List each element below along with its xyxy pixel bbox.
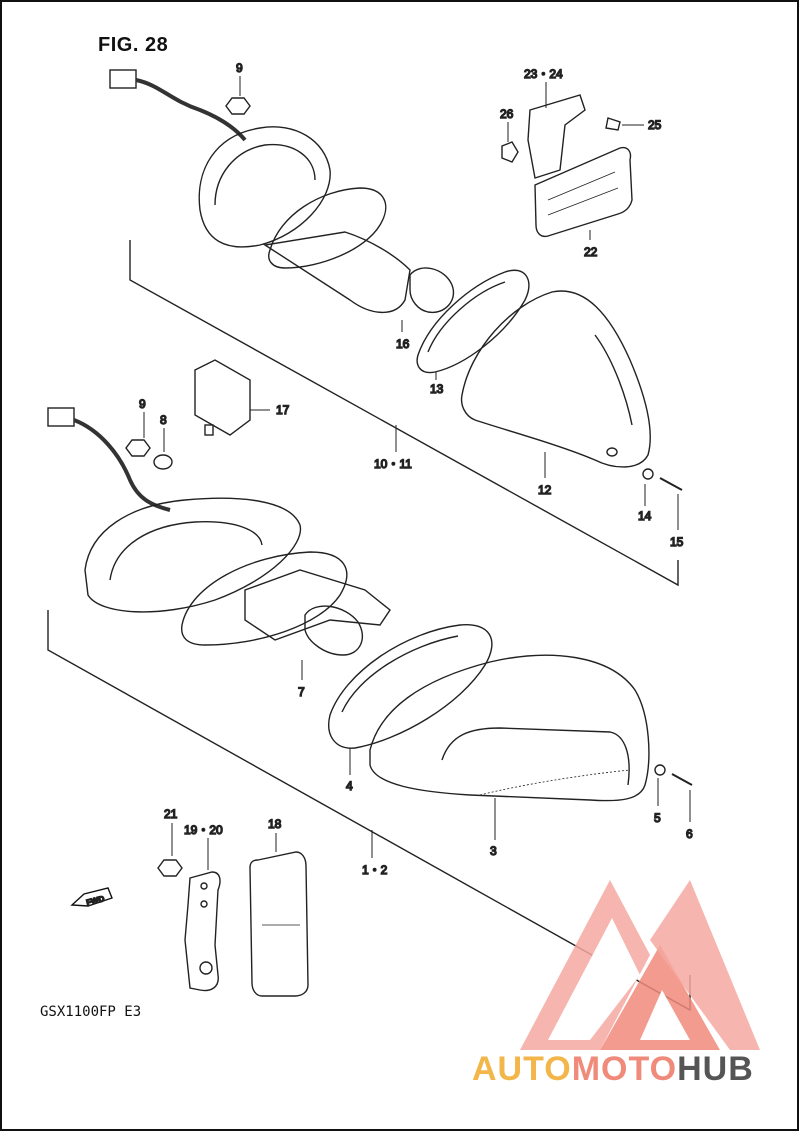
label-8: 8 <box>160 413 167 427</box>
gasket-4 <box>328 624 493 749</box>
label-7: 7 <box>298 685 305 699</box>
screw-25 <box>605 117 621 131</box>
label-12: 12 <box>538 483 552 497</box>
leader-lines <box>143 76 691 870</box>
label-25: 25 <box>648 118 662 132</box>
nut-21 <box>157 859 183 877</box>
watermark-logo <box>520 880 760 1050</box>
model-code: GSX1100FP E3 <box>40 1004 142 1020</box>
reflector-18 <box>249 851 309 997</box>
washer-8 <box>153 454 173 470</box>
label-5: 5 <box>654 811 661 825</box>
reflector-22 <box>534 146 633 238</box>
upper-assembly <box>109 69 683 491</box>
figure-title: FIG. 28 <box>98 34 169 56</box>
bracket-19-20 <box>184 871 221 992</box>
label-9-bottom: 9 <box>139 397 146 411</box>
lens-12 <box>460 290 651 468</box>
gasket-13 <box>416 269 530 374</box>
washer-14 <box>642 468 654 480</box>
label-17: 17 <box>276 403 290 417</box>
nut-9-top <box>225 97 251 115</box>
lower-assembly <box>47 359 693 997</box>
nut-9-bottom <box>125 439 151 457</box>
watermark-moto: MOTO <box>571 1050 678 1088</box>
screw-6 <box>671 773 693 786</box>
nut-26 <box>501 141 519 163</box>
label-10-11: 10・11 <box>374 457 412 471</box>
watermark-auto: AUTO <box>472 1050 572 1088</box>
label-3: 3 <box>490 844 497 858</box>
label-13: 13 <box>430 382 444 396</box>
lower-gasket <box>181 551 348 646</box>
wire-bottom <box>73 418 171 512</box>
label-19-20: 19・20 <box>184 823 223 837</box>
upper-bulb <box>409 267 455 314</box>
wire-top <box>135 78 247 142</box>
label-4: 4 <box>346 779 353 793</box>
label-26: 26 <box>500 107 514 121</box>
label-21: 21 <box>164 807 178 821</box>
washer-5 <box>654 764 666 776</box>
label-22: 22 <box>584 245 598 259</box>
fwd-arrow-icon <box>70 887 113 907</box>
watermark-text: AUTOMOTOHUB <box>472 1050 754 1089</box>
label-16: 16 <box>396 337 410 351</box>
bulb-7 <box>304 605 363 656</box>
relay-17 <box>194 359 251 436</box>
upper-socket <box>263 231 411 314</box>
bracket-line-10-11 <box>129 240 679 587</box>
label-6: 6 <box>686 827 693 841</box>
label-1-2: 1・2 <box>362 863 388 877</box>
label-15: 15 <box>670 535 684 549</box>
label-9-top: 9 <box>236 61 243 75</box>
upper-gasket <box>268 187 387 269</box>
part-labels: 9 23・24 26 25 22 16 13 12 10・11 9 8 17 1… <box>85 60 694 908</box>
lens-3 <box>369 654 650 802</box>
label-14: 14 <box>638 509 652 523</box>
label-18: 18 <box>268 817 282 831</box>
connector-top <box>109 69 137 89</box>
screw-15 <box>659 477 683 491</box>
lower-socket <box>244 569 391 641</box>
bracket-23-24 <box>527 94 586 179</box>
label-23-24: 23・24 <box>524 67 563 81</box>
lower-housing <box>84 497 302 613</box>
upper-housing <box>198 126 331 248</box>
watermark-hub: HUB <box>677 1050 754 1088</box>
label-fwd: FWD <box>85 894 105 907</box>
connector-bottom <box>47 407 75 427</box>
